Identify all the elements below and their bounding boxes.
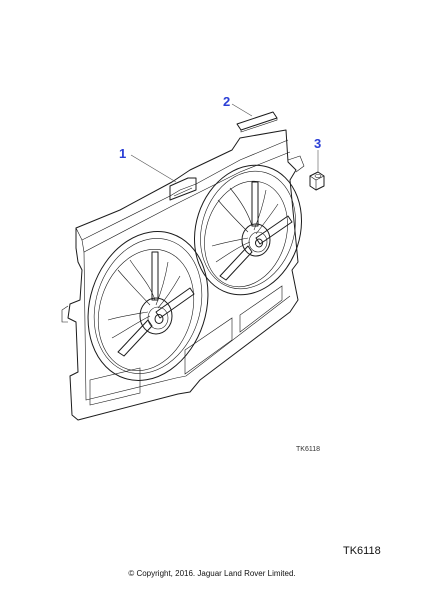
leader-line-2 bbox=[231, 103, 253, 117]
part-3-clip-nut bbox=[309, 171, 325, 191]
leader-line-1 bbox=[130, 154, 177, 183]
right-fan bbox=[194, 164, 302, 296]
drawing-code-small: TK6118 bbox=[296, 446, 320, 453]
callout-2: 2 bbox=[223, 94, 230, 109]
callout-3: 3 bbox=[314, 136, 321, 151]
callout-1: 1 bbox=[119, 146, 126, 161]
part-2-label-plate bbox=[236, 111, 278, 133]
drawing-reference-code: TK6118 bbox=[343, 545, 381, 557]
fan-shroud bbox=[61, 129, 305, 421]
left-fan bbox=[87, 231, 209, 381]
copyright-notice: © Copyright, 2016. Jaguar Land Rover Lim… bbox=[128, 569, 296, 578]
